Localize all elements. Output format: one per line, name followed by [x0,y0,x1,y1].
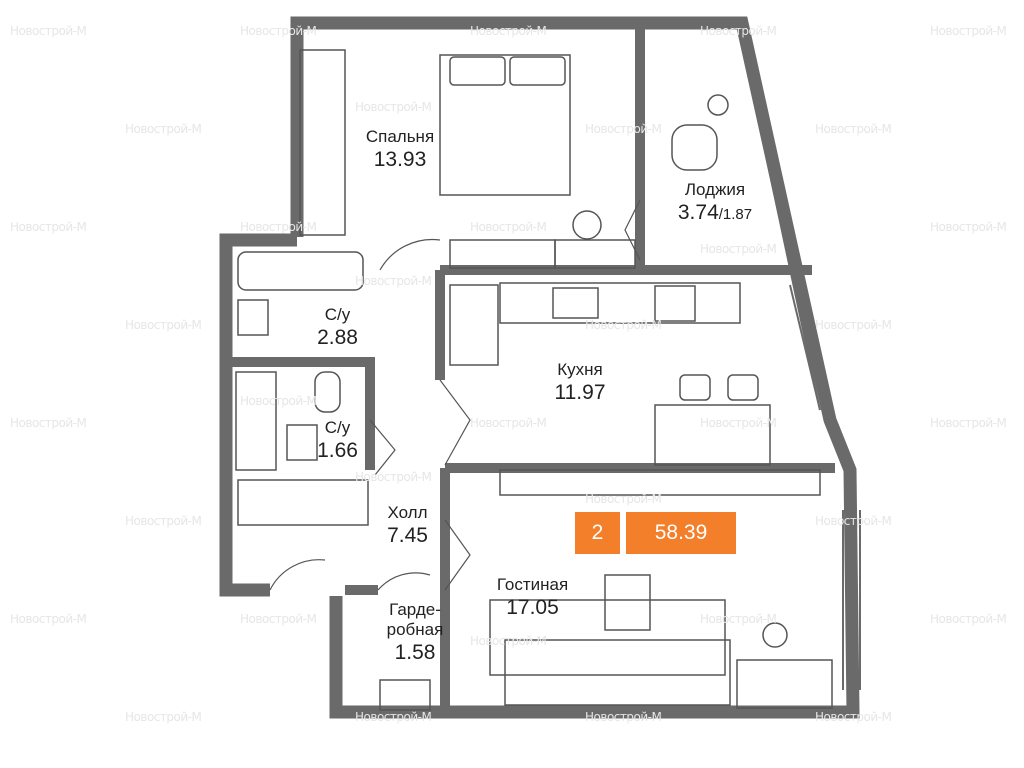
wardrobe-bedroom [299,49,346,236]
doors [269,199,641,591]
room-living: Гостиная 17.05 [475,575,590,621]
rooms-count-badge: 2 [575,512,620,554]
sink-1 [237,299,269,336]
wardrobe-small [379,679,431,711]
room-name: Холл [387,503,428,522]
rug [489,599,726,676]
room-name: Гостиная [496,575,569,594]
room-name: С/у [324,305,351,324]
windows [749,79,861,690]
room-area: 11.97 [554,381,606,404]
dining-table [654,404,771,466]
room-bathroom-2: С/у 1.66 [300,418,375,464]
room-area: 2.88 [317,326,358,349]
furniture [235,49,833,711]
bedroom-dresser [449,239,556,269]
room-wardrobe: Гарде- робная 1.58 [375,600,455,666]
room-name: Лоджия [684,180,746,199]
room-bedroom: Спальня 13.93 [345,127,455,173]
toilet [314,371,341,413]
room-name-line1: Гарде- [389,600,441,619]
room-bathroom-1: С/у 2.88 [300,305,375,351]
sink-2 [286,424,318,461]
room-area: 13.93 [373,148,427,171]
sofa [504,639,731,706]
interior-walls [226,23,835,712]
room-hall: Холл 7.45 [370,503,445,549]
room-loggia: Лоджия 3.74/1.87 [660,180,770,228]
room-area: 1.58 [394,641,436,664]
coffee-table [604,574,651,631]
loggia-chair [671,124,718,171]
room-name-line2: робная [386,620,444,639]
desk [736,659,833,709]
kitchen-counter [499,282,741,324]
room-name: Спальня [365,127,435,146]
room-area-reduced: /1.87 [718,206,753,223]
room-area: 1.66 [317,439,358,462]
room-area: 17.05 [506,596,559,619]
outer-walls [219,16,860,719]
bathtub [237,251,364,291]
bed [439,54,571,196]
room-name: С/у [324,418,351,437]
kitchen-cabinet [449,284,499,366]
room-name: Кухня [557,360,603,379]
total-area-badge: 58.39 [626,512,736,554]
room-kitchen: Кухня 11.97 [525,360,635,406]
hall-closet [237,479,369,526]
room-area: 7.45 [387,524,428,547]
tv-stand [499,469,821,496]
room-area: 3.74 [677,201,719,224]
shelves [235,371,277,471]
